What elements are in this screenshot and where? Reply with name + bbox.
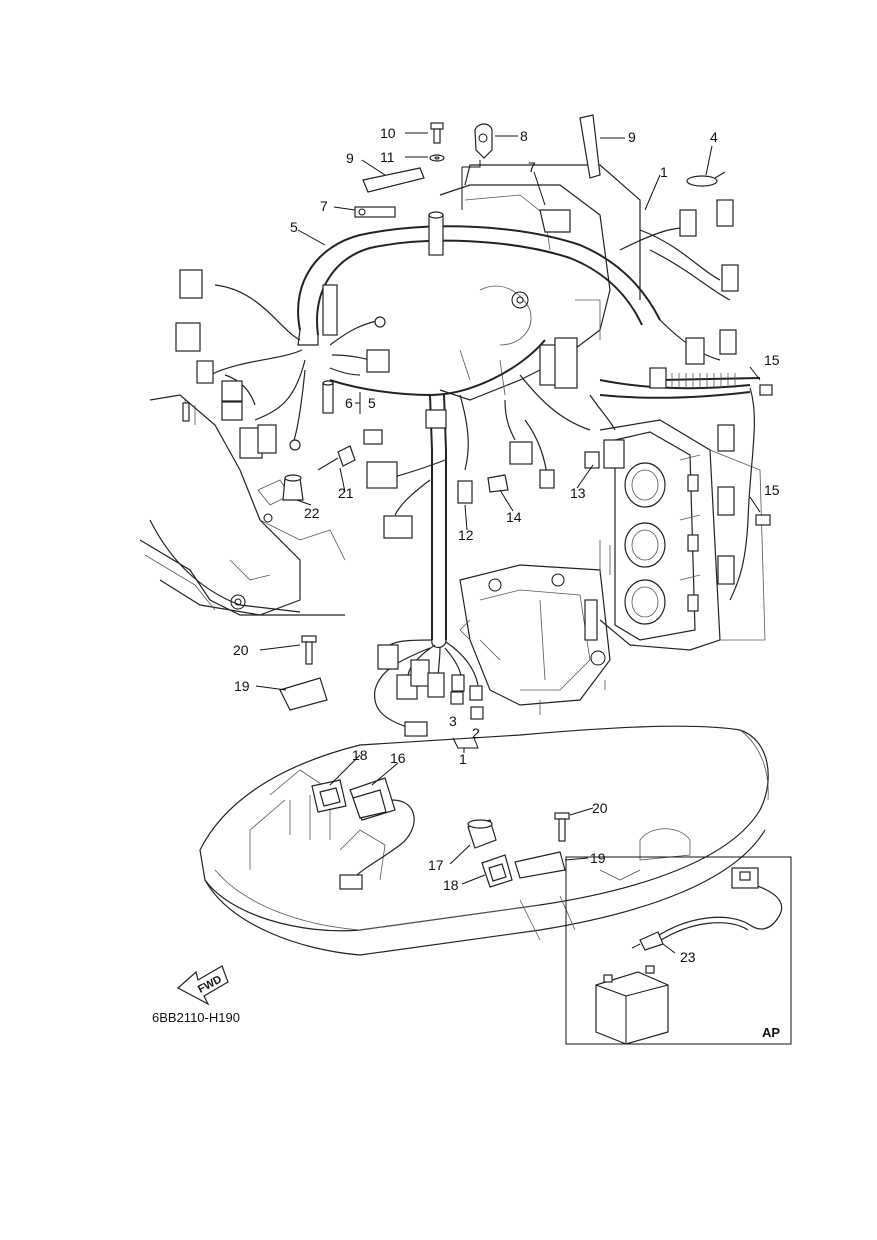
callout-12: 12 [458, 527, 474, 543]
callout-11: 11 [380, 149, 395, 165]
callout-7-left: 7 [320, 198, 328, 214]
leader-lines [255, 132, 761, 954]
callout-22: 22 [304, 505, 320, 521]
callout-10: 10 [380, 125, 396, 141]
engine-block [459, 419, 766, 715]
left-casing [139, 394, 346, 616]
diagram-code: 6BB2110-H190 [152, 1010, 240, 1025]
callout-16: 16 [390, 750, 406, 766]
callout-5-mid: 5 [368, 395, 376, 411]
main-harness [209, 225, 761, 729]
callout-13: 13 [570, 485, 586, 501]
callout-17: 17 [428, 857, 444, 873]
battery-inset [565, 856, 792, 1045]
callout-20-right: 20 [592, 800, 608, 816]
callout-20-left: 20 [233, 642, 249, 658]
battery-icon [595, 965, 669, 1045]
callout-6: 6 [345, 395, 353, 411]
callout-5-top: 5 [290, 219, 298, 235]
parts [175, 114, 773, 1006]
bottom-cowling [199, 725, 769, 956]
callout-9-right: 9 [628, 129, 636, 145]
inset-tag: AP [762, 1025, 780, 1040]
callout-9-left: 9 [346, 150, 354, 166]
callout-15-top: 15 [764, 352, 780, 368]
callout-1-top: 1 [660, 164, 668, 180]
callout-18-left: 18 [352, 747, 368, 763]
callout-23: 23 [680, 949, 696, 965]
fwd-arrow-icon [176, 965, 229, 1006]
callout-19-left: 19 [234, 678, 250, 694]
callout-15-bottom: 15 [764, 482, 780, 498]
callout-4: 4 [710, 129, 718, 145]
callout-labels: 10 11 8 9 9 4 1 7 7 5 6 5 15 15 13 14 12… [152, 125, 780, 1040]
callout-1-bottom: 1 [459, 751, 467, 767]
callout-14: 14 [506, 509, 522, 525]
callout-3: 3 [449, 713, 457, 729]
central-bracket [439, 164, 641, 401]
callout-21: 21 [338, 485, 354, 501]
callout-18-right: 18 [443, 877, 459, 893]
callout-7-right: 7 [528, 159, 536, 175]
callout-19-right: 19 [590, 850, 606, 866]
callout-8: 8 [520, 128, 528, 144]
callout-2: 2 [472, 725, 480, 741]
